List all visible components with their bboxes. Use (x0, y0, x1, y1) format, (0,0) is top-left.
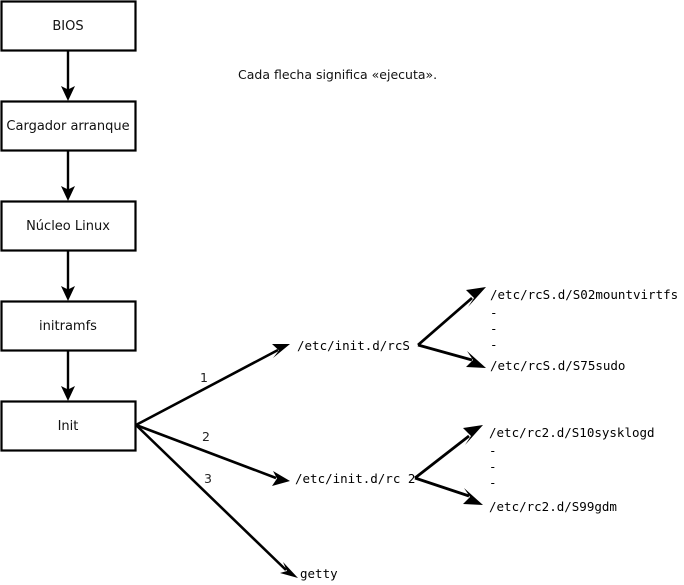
arrow-initramfs-to-init (61, 350, 75, 401)
box-initramfs-label: initramfs (39, 319, 97, 334)
init-branch-2-target-label: /etc/init.d/rc 2 (295, 471, 415, 486)
rc2-last-script-label: /etc/rc2.d/S99gdm (489, 499, 617, 514)
rcs-ellipsis-dash-3: - (490, 337, 498, 352)
init-branch-2-number: 2 (202, 429, 210, 444)
arrow-kernel-to-initramfs (61, 250, 75, 301)
rc2-ellipsis-dash-1: - (489, 443, 497, 458)
rc2-ellipsis-dash-2: - (489, 459, 497, 474)
box-bios-rect (0, 0, 137, 52)
rcs-first-script-label: /etc/rcS.d/S02mountvirtfs (490, 287, 678, 302)
init-branch-3-target-label: getty (300, 566, 338, 581)
arrow-bios-to-bootloader (61, 50, 75, 101)
box-initramfs-rect (0, 300, 137, 352)
arrow-bootloader-to-kernel (61, 150, 75, 201)
box-bios[interactable]: BIOS (0, 0, 137, 52)
init-branch-3: 3 (135, 424, 298, 578)
rc2-ellipsis-dash-3: - (489, 475, 497, 490)
rc2-first-script-label: /etc/rc2.d/S10sysklogd (489, 425, 655, 440)
rcs-subfan: /etc/rcS.d/S02mountvirtfs - - - /etc/rcS… (417, 287, 678, 373)
box-init-rect (0, 400, 137, 452)
rcs-last-script-label: /etc/rcS.d/S75sudo (490, 358, 625, 373)
rcs-ellipsis-dash-1: - (490, 305, 498, 320)
box-linux-kernel-rect (0, 200, 137, 252)
init-branch-1: 1 (135, 344, 290, 427)
box-linux-kernel[interactable]: Núcleo Linux (0, 200, 137, 252)
rcs-ellipsis-dash-2: - (490, 321, 498, 336)
box-init-label: Init (58, 419, 79, 434)
init-branch-1-target-label: /etc/init.d/rcS (297, 338, 410, 353)
init-branch-2: 2 (135, 423, 290, 486)
init-branch-1-number: 1 (200, 370, 208, 385)
box-bootloader[interactable]: Cargador arranque (0, 100, 137, 152)
legend-note: Cada flecha significa «ejecuta». (238, 67, 437, 82)
box-init[interactable]: Init (0, 400, 137, 452)
box-initramfs[interactable]: initramfs (0, 300, 137, 352)
rc2-subfan: /etc/rc2.d/S10sysklogd - - - /etc/rc2.d/… (414, 425, 655, 514)
init-branch-3-number: 3 (204, 471, 212, 486)
boot-chain-connectors (61, 50, 75, 401)
box-bootloader-label: Cargador arranque (6, 119, 129, 134)
boot-chain-group: BIOS Cargador arranque Núcleo Linux init… (0, 0, 137, 452)
box-bios-label: BIOS (52, 19, 83, 34)
box-linux-kernel-label: Núcleo Linux (26, 219, 110, 234)
